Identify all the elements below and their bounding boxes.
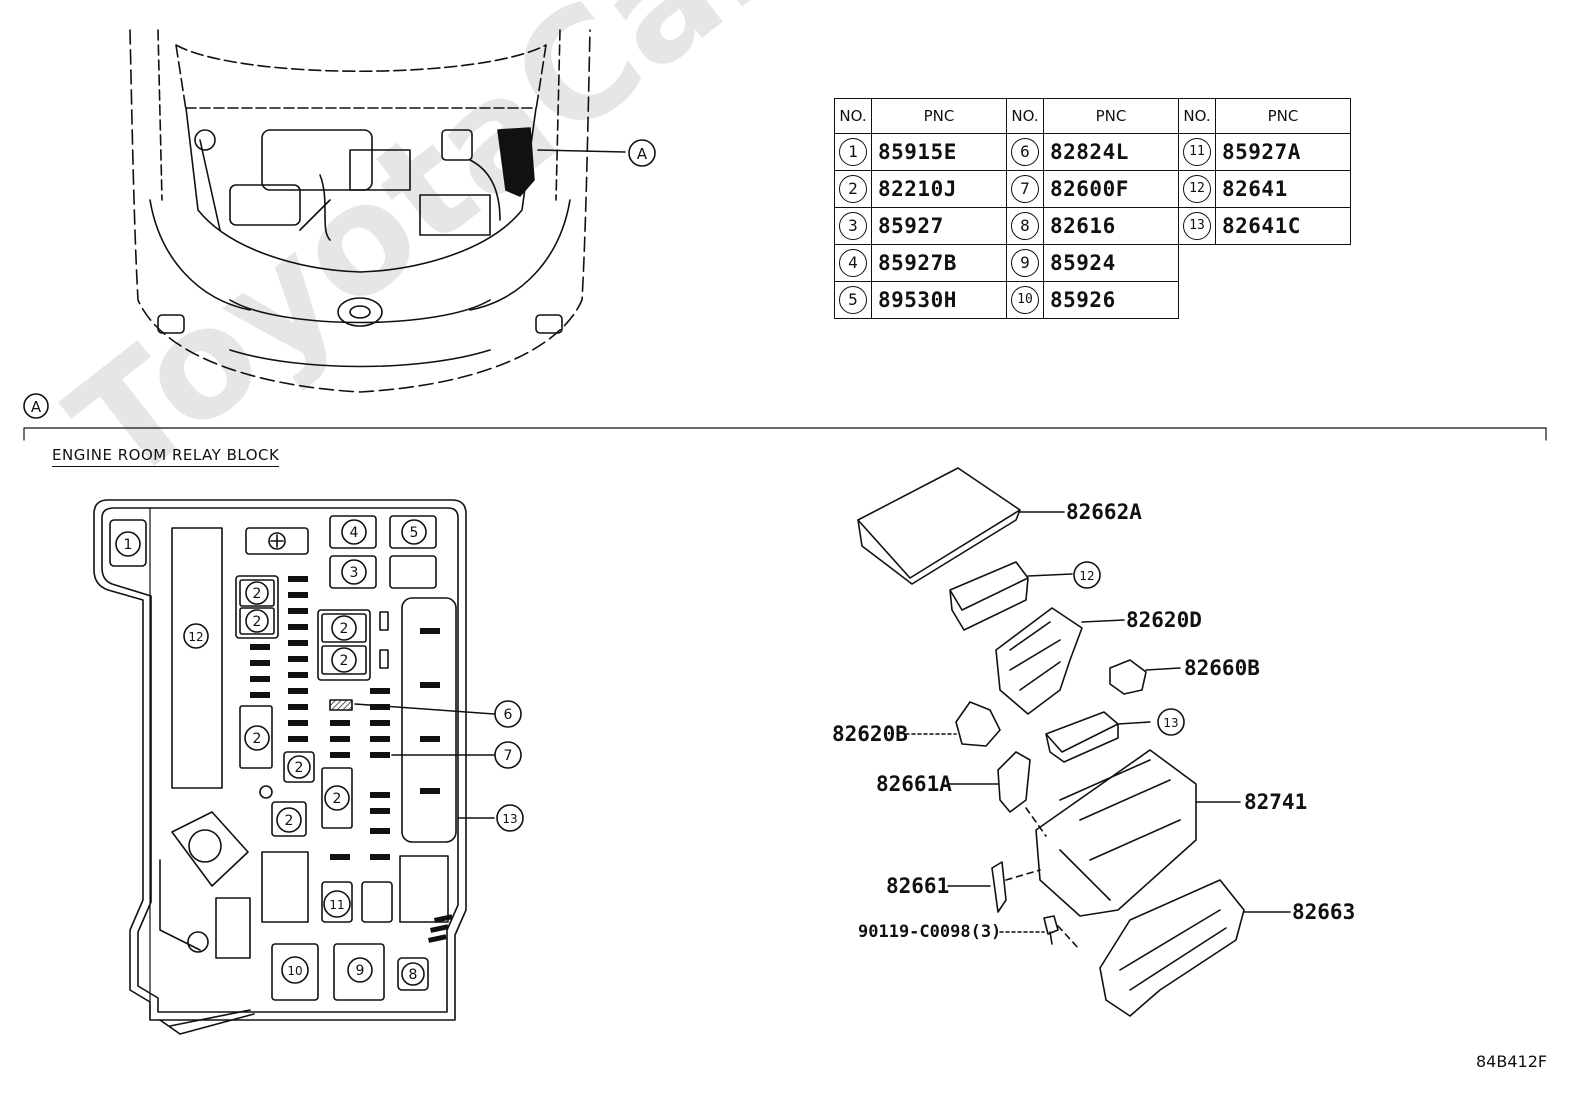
block-no-11: 11 [329, 898, 344, 912]
row-number: 9 [1011, 249, 1039, 277]
pnc-cell: 82600F [1043, 170, 1179, 208]
row-number: 4 [839, 249, 867, 277]
block-callout-7: 7 [504, 748, 513, 764]
block-no-4: 4 [350, 525, 359, 541]
table-row: 1 85915E 6 82824L 11 85927A [834, 133, 1351, 171]
callout-upper-block: 82620D [1126, 608, 1202, 632]
block-no-2f: 2 [295, 760, 304, 776]
block-no-2b: 2 [253, 614, 262, 630]
block-number-markers [115, 519, 524, 986]
callout-lower-case: 82741 [1244, 790, 1308, 814]
block-no-10: 10 [287, 964, 302, 978]
block-no-2e: 2 [253, 731, 262, 747]
pnc-cell: 82641 [1215, 170, 1351, 208]
header-no: NO. [1006, 98, 1044, 134]
block-callout-6: 6 [504, 707, 513, 723]
block-no-5: 5 [410, 525, 419, 541]
pnc-cell: 82641C [1215, 207, 1351, 245]
row-number: 6 [1011, 138, 1039, 166]
exploded-no-13: 13 [1163, 716, 1178, 730]
pnc-cell: 82616 [1043, 207, 1179, 245]
block-no-2g: 2 [333, 791, 342, 807]
exploded-marker-12 [1073, 561, 1101, 589]
pnc-cell: 85927B [871, 244, 1007, 282]
pnc-cell: 85927A [1215, 133, 1351, 171]
pnc-cell: 85924 [1043, 244, 1179, 282]
block-no-2h: 2 [285, 813, 294, 829]
callout-bolt: 90119-C0098(3) [858, 922, 1002, 942]
pnc-table-header: NO. PNC NO. PNC NO. PNC [834, 98, 1351, 134]
header-pnc: PNC [1215, 98, 1351, 134]
block-no-1: 1 [124, 537, 133, 553]
row-number: 7 [1011, 175, 1039, 203]
row-number: 10 [1011, 286, 1039, 314]
relay-block-top-view [93, 499, 495, 1035]
exploded-view [857, 467, 1291, 1017]
callout-cover: 82662A [1066, 500, 1142, 524]
car-front-illustration [129, 29, 626, 393]
exploded-no-12: 12 [1079, 569, 1094, 583]
detail-marker-a-top [628, 139, 656, 167]
row-number: 3 [839, 212, 867, 240]
table-row: 2 82210J 7 82600F 12 82641 [834, 170, 1351, 208]
row-number: 11 [1183, 138, 1211, 166]
header-pnc: PNC [1043, 98, 1179, 134]
empty-cell [1179, 245, 1351, 282]
drawing-code: 84B412F [1476, 1052, 1548, 1071]
table-row: 5 89530H 10 85926 [834, 281, 1351, 319]
block-no-8: 8 [409, 967, 418, 983]
empty-cell [1179, 282, 1351, 319]
callout-clip: 82661 [886, 874, 950, 898]
row-number: 2 [839, 175, 867, 203]
block-no-9: 9 [356, 963, 365, 979]
header-no: NO. [1178, 98, 1216, 134]
pnc-cell: 89530H [871, 281, 1007, 319]
callout-bottom-cover: 82663 [1292, 900, 1356, 924]
block-no-12: 12 [188, 630, 203, 644]
block-callout-13: 13 [502, 812, 517, 826]
table-row: 3 85927 8 82616 13 82641C [834, 207, 1351, 245]
detail-marker-a-label: A [31, 398, 42, 416]
section-label: ENGINE ROOM RELAY BLOCK [52, 446, 280, 467]
row-number: 13 [1183, 212, 1211, 240]
row-number: 1 [839, 138, 867, 166]
header-no: NO. [834, 98, 872, 134]
block-no-2a: 2 [253, 586, 262, 602]
pnc-cell: 82210J [871, 170, 1007, 208]
detail-marker-a-top-label: A [637, 145, 648, 163]
pnc-cell: 85915E [871, 133, 1007, 171]
callout-bracket-b: 82620B [832, 722, 908, 746]
row-number: 8 [1011, 212, 1039, 240]
fuse-slots [250, 576, 453, 943]
callout-relay-b: 82660B [1184, 656, 1260, 680]
pnc-cell: 85926 [1043, 281, 1179, 319]
pnc-cell: 82824L [1043, 133, 1179, 171]
block-no-2c: 2 [340, 621, 349, 637]
detail-marker-a [23, 393, 49, 419]
block-no-2d: 2 [340, 653, 349, 669]
table-row: 4 85927B 9 85924 [834, 244, 1351, 282]
callout-clip-a: 82661A [876, 772, 952, 796]
row-number: 12 [1183, 175, 1211, 203]
row-number: 5 [839, 286, 867, 314]
header-pnc: PNC [871, 98, 1007, 134]
pnc-table: NO. PNC NO. PNC NO. PNC 1 85915E 6 82824… [834, 98, 1351, 319]
block-no-3: 3 [350, 565, 359, 581]
exploded-marker-13 [1157, 708, 1185, 736]
pnc-cell: 85927 [871, 207, 1007, 245]
